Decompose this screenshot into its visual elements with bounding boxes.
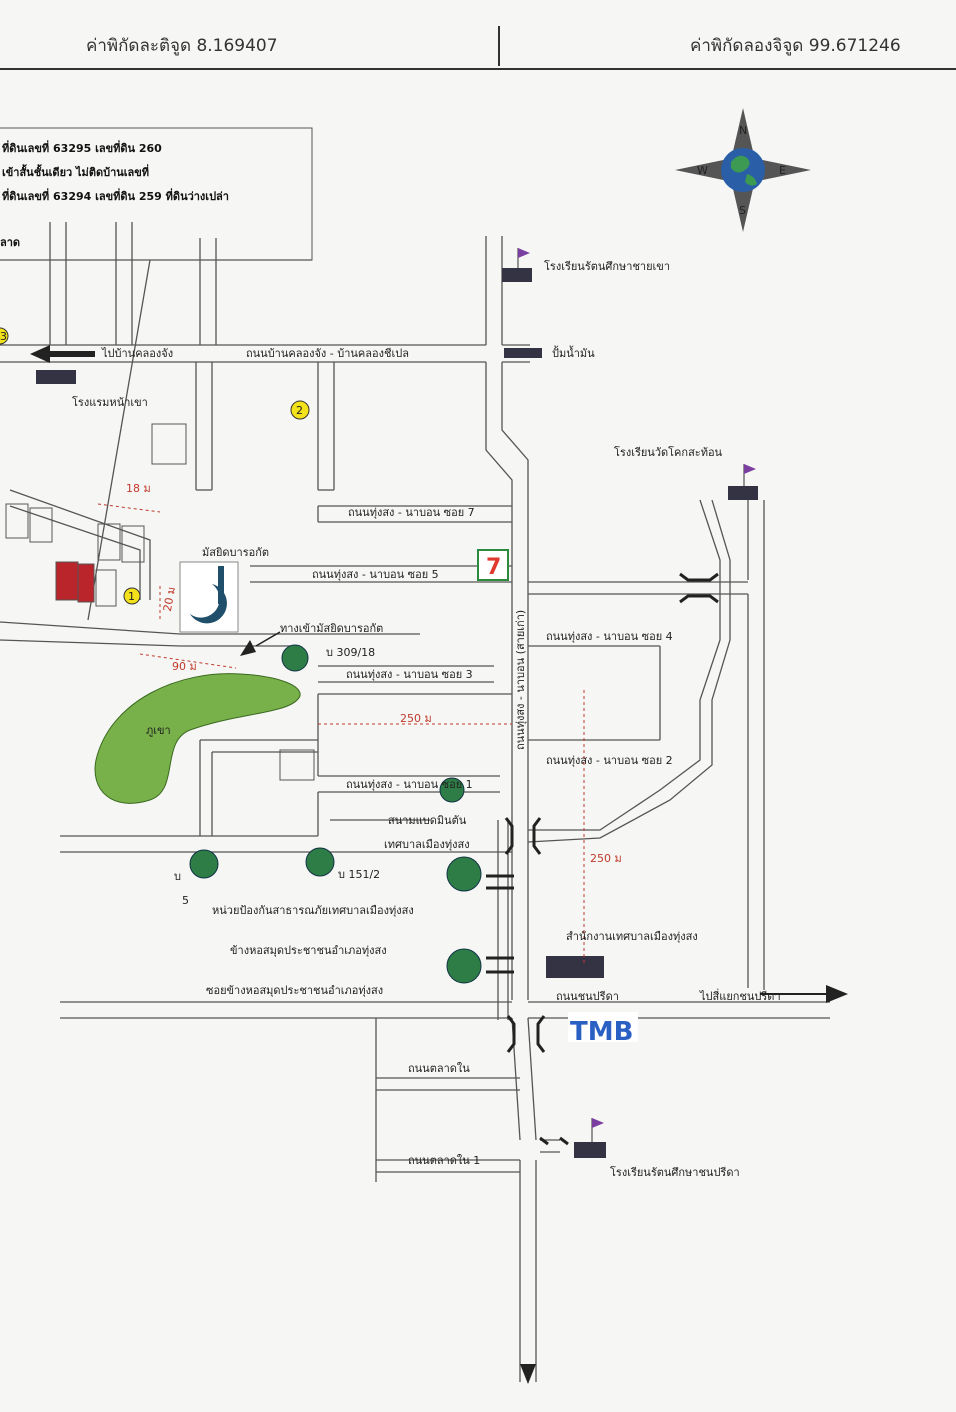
map-labels: ไปบ้านคลองจัง ถนนบ้านคลองจัง - บ้านคลองช… bbox=[72, 259, 781, 1179]
compass-s: S bbox=[739, 204, 746, 217]
tree-icon bbox=[305, 847, 335, 877]
distance-250-horizontal: 250 ม bbox=[400, 712, 432, 725]
badminton-label-1: สนามแบดมินตัน bbox=[388, 814, 467, 827]
longitude-label: ค่าพิกัดลองจิจูด 99.671246 bbox=[690, 36, 901, 56]
compass-n: N bbox=[739, 124, 747, 137]
direction-arrows bbox=[30, 345, 848, 1384]
compass-rose: N S E W bbox=[675, 108, 811, 232]
soi2-label: ถนนทุ่งสง - นาบอน ซอย 2 bbox=[546, 754, 673, 767]
road-chonpri-label: ถนนชนปรีดา bbox=[556, 990, 619, 1003]
trees bbox=[189, 644, 482, 984]
land-plots bbox=[5, 370, 315, 781]
info-line-2: เข้าสั้นชั้นเดียว ไม่ติดบ้านเลขที่ bbox=[2, 164, 149, 179]
header-rule bbox=[0, 68, 956, 70]
markers: 2 1 3 bbox=[0, 327, 310, 605]
mosque-label: มัสยิดบารอกัต bbox=[202, 546, 269, 559]
house-151-label: บ 151/2 bbox=[338, 868, 380, 881]
mosque-entrance-label: ทางเข้ามัสยิดบารอกัต bbox=[280, 622, 383, 635]
bridges bbox=[486, 572, 719, 1146]
gas-station-label: ปั้มน้ำมัน bbox=[552, 345, 595, 360]
mountain-label: ภูเขา bbox=[146, 724, 171, 737]
plot-red-1 bbox=[55, 561, 79, 601]
tree-icon bbox=[439, 777, 465, 803]
arrow-south-icon bbox=[520, 1364, 536, 1384]
distance-90: 90 ม bbox=[172, 660, 197, 673]
seven-eleven-icon: 7 bbox=[477, 549, 509, 581]
tree-icon bbox=[189, 849, 219, 879]
plot-red-2 bbox=[77, 563, 95, 603]
talad-nai-label: ถนนตลาดใน bbox=[408, 1062, 470, 1075]
tmb-bank-icon: TMB bbox=[568, 1012, 638, 1047]
disaster-unit-label: หน่วยป้องกันสาธารณภัยเทศบาลเมืองทุ่งสง bbox=[212, 904, 414, 917]
school-wat-label: โรงเรียนวัดโคกสะท้อน bbox=[614, 445, 723, 459]
mountain-area bbox=[94, 673, 301, 804]
tree-icon bbox=[446, 948, 482, 984]
distance-20: 20 ม bbox=[161, 586, 178, 613]
municipal-office-label: สำนักงานเทศบาลเมืองทุ่งสง bbox=[566, 930, 698, 943]
gas-station-icon bbox=[504, 348, 542, 358]
main-road-label: ถนนทุ่งสง - นาบอน (สายเก่า) bbox=[514, 610, 527, 750]
latitude-label: ค่าพิกัดละติจูด 8.169407 bbox=[86, 36, 278, 56]
distance-guides bbox=[97, 503, 585, 966]
land-info-box: ที่ดินเลขที่ 63295 เลขที่ดิน 260 เข้าสั้… bbox=[0, 127, 313, 261]
tree-icon bbox=[281, 644, 309, 672]
marker-2: 2 bbox=[296, 404, 303, 417]
tree-icon bbox=[446, 856, 482, 892]
mosque-icon bbox=[179, 561, 239, 633]
soi4-label: ถนนทุ่งสง - นาบอน ซอย 4 bbox=[546, 630, 673, 643]
distance-18: 18 ม bbox=[126, 482, 151, 495]
num5-label: 5 bbox=[182, 894, 189, 907]
school-chonpri-label: โรงเรียนรัตนศึกษาชนปรีดา bbox=[610, 1165, 740, 1179]
marker-1: 1 bbox=[128, 590, 135, 603]
info-line-1: ที่ดินเลขที่ 63295 เลขที่ดิน 260 bbox=[2, 140, 162, 155]
municipal-office-icon bbox=[546, 956, 604, 978]
house-b-label: บ bbox=[174, 870, 181, 883]
to-khlong-chang-label: ไปบ้านคลองจัง bbox=[101, 347, 173, 360]
arrow-west-icon bbox=[30, 345, 50, 363]
arrow-east-icon bbox=[826, 985, 848, 1003]
info-line-4: ลาด bbox=[0, 236, 20, 249]
soi1-label: ถนนทุ่งสง - นาบอน ซอย 1 bbox=[346, 778, 473, 791]
compass-e: E bbox=[779, 164, 786, 177]
hotel-label: โรงแรมหน้าเขา bbox=[72, 395, 148, 409]
talad-nai1-label: ถนนตลาดใน 1 bbox=[408, 1154, 480, 1167]
badminton-label-2: เทศบาลเมืองทุ่งสง bbox=[384, 838, 470, 851]
to-chonpri-label: ไปสี่แยกชนปรีดา bbox=[699, 988, 781, 1003]
road-khlong-chang-label: ถนนบ้านคลองจัง - บ้านคลองชีเปล bbox=[246, 347, 409, 360]
library-side-label: ข้างหอสมุดประชาชนอำเภอทุ่งสง bbox=[230, 944, 387, 957]
header-divider bbox=[498, 26, 500, 66]
distance-250-vertical: 250 ม bbox=[590, 852, 622, 865]
school-top-label: โรงเรียนรัตนศึกษาชายเขา bbox=[544, 259, 670, 273]
house-309-label: บ 309/18 bbox=[326, 646, 375, 659]
arrow-mosque-icon bbox=[240, 640, 256, 656]
soi5-label: ถนนทุ่งสง - นาบอน ซอย 5 bbox=[312, 568, 439, 581]
info-line-3: ที่ดินเลขที่ 63294 เลขที่ดิน 259 ที่ดินว… bbox=[2, 188, 229, 203]
compass-w: W bbox=[697, 164, 708, 177]
tmb-text: TMB bbox=[570, 1017, 633, 1047]
library-soi-label: ซอยข้างหอสมุดประชาชนอำเภอทุ่งสง bbox=[206, 984, 383, 997]
school-top-icon bbox=[502, 248, 532, 282]
seven-text: 7 bbox=[486, 555, 501, 580]
soi3-label: ถนนทุ่งสง - นาบอน ซอย 3 bbox=[346, 668, 473, 681]
soi7-label: ถนนทุ่งสง - นาบอน ซอย 7 bbox=[348, 506, 475, 519]
school-chonpri-icon bbox=[574, 1118, 606, 1158]
hotel-icon bbox=[36, 370, 76, 384]
road-network bbox=[0, 222, 830, 1382]
school-wat-icon bbox=[728, 464, 758, 500]
marker-3: 3 bbox=[0, 330, 7, 343]
